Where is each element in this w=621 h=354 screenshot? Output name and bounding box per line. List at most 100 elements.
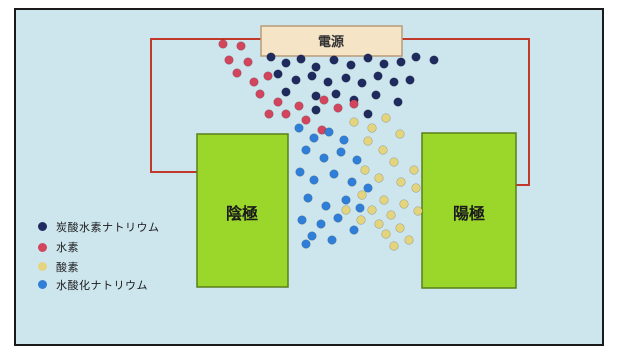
particle: [396, 57, 406, 67]
particle: [301, 115, 311, 125]
particle: [309, 175, 319, 185]
particle: [236, 41, 246, 51]
legend-label: 水酸化ナトリウム: [56, 278, 148, 292]
particle: [266, 52, 276, 62]
particle: [327, 235, 337, 245]
particle: [311, 91, 321, 101]
particle: [263, 71, 273, 81]
power-box: [260, 25, 403, 57]
particle: [321, 201, 331, 211]
particle: [264, 109, 274, 119]
particle: [319, 153, 329, 163]
particle: [347, 177, 357, 187]
particle: [349, 99, 359, 109]
anode-label: 陽極: [453, 204, 485, 223]
particle: [389, 241, 399, 251]
particle: [393, 97, 403, 107]
particle: [243, 57, 253, 67]
particle: [389, 157, 399, 167]
particle: [294, 101, 304, 111]
particle: [341, 73, 351, 83]
particle: [303, 193, 313, 203]
legend-label: 酸素: [56, 260, 79, 274]
particle: [323, 77, 333, 87]
wire-right: [402, 38, 530, 186]
particle: [307, 71, 317, 81]
particle: [324, 127, 334, 137]
particle: [329, 169, 339, 179]
legend-item-hydrogen: 水素: [38, 236, 188, 258]
particle: [341, 195, 351, 205]
particle: [232, 68, 242, 78]
wire-left: [150, 38, 261, 173]
legend-item-oxygen: 酸素: [38, 258, 188, 275]
particle: [379, 195, 389, 205]
particle: [339, 135, 349, 145]
particle: [255, 89, 265, 99]
particle: [301, 145, 311, 155]
particle: [273, 97, 283, 107]
legend-dot-blue: [38, 280, 47, 289]
diagram-panel: 電源 陰極 陽極 炭酸水素ナトリウム 水素 酸素 水酸化ナトリウム: [14, 8, 604, 346]
particle: [363, 109, 373, 119]
particle: [373, 71, 383, 81]
particle: [291, 75, 301, 85]
particle: [297, 215, 307, 225]
power-label: 電源: [318, 34, 344, 50]
particle: [357, 190, 367, 200]
particle: [307, 231, 317, 241]
particle: [346, 60, 356, 70]
particle: [301, 239, 311, 249]
particle: [405, 75, 415, 85]
cathode-electrode: [196, 133, 289, 288]
particle: [413, 206, 423, 216]
legend-item-sodium-bicarbonate: 炭酸水素ナトリウム: [38, 217, 188, 236]
particle: [386, 210, 396, 220]
particle: [336, 147, 346, 157]
particle: [357, 78, 367, 88]
particle: [316, 219, 326, 229]
legend-dot-dark-blue: [38, 222, 47, 231]
legend-label: 水素: [56, 241, 79, 254]
particle: [404, 235, 414, 245]
legend: 炭酸水素ナトリウム 水素 酸素 水酸化ナトリウム: [38, 217, 188, 294]
particle: [360, 165, 370, 175]
particle: [309, 133, 319, 143]
legend-dot-yellow: [38, 262, 47, 271]
particle: [333, 213, 343, 223]
particle: [395, 223, 405, 233]
particle: [371, 90, 381, 100]
electrolysis-diagram: 電源 陰極 陽極: [150, 25, 530, 289]
particle: [294, 123, 304, 133]
particle: [399, 199, 409, 209]
particle: [295, 167, 305, 177]
particle: [411, 183, 421, 193]
particle: [374, 219, 384, 229]
particle: [363, 53, 373, 63]
particle: [381, 229, 391, 239]
particle: [319, 95, 329, 105]
particle: [273, 69, 283, 79]
cathode-label: 陰極: [226, 204, 258, 223]
particle: [411, 52, 421, 62]
particle: [349, 117, 359, 127]
legend-label: 炭酸水素ナトリウム: [56, 220, 160, 234]
particle: [311, 62, 321, 72]
particles-group: [218, 39, 439, 251]
particle: [363, 183, 373, 193]
particle: [281, 87, 291, 97]
particle: [367, 205, 377, 215]
particle: [341, 205, 351, 215]
particle: [224, 55, 234, 65]
particle: [379, 59, 389, 69]
particle: [281, 58, 291, 68]
particle: [296, 54, 306, 64]
particle: [395, 129, 405, 139]
particle: [331, 89, 341, 99]
legend-item-sodium-hydroxide: 水酸化ナトリウム: [38, 275, 188, 294]
particle: [356, 215, 366, 225]
particle: [363, 136, 373, 146]
particle: [352, 155, 362, 165]
particle: [333, 103, 343, 113]
particle: [218, 39, 228, 49]
